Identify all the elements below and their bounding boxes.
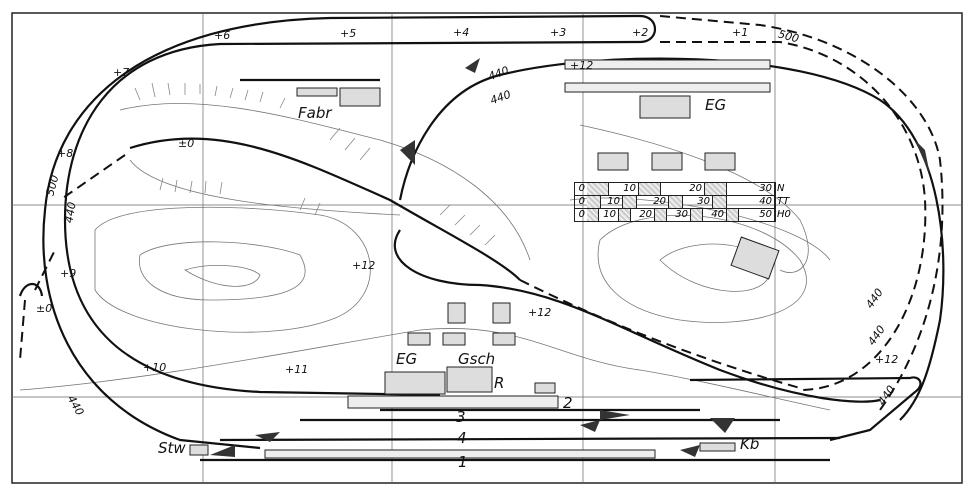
scale-tick: 10 [601, 196, 623, 208]
slope-hatching [134, 82, 496, 246]
return-loop-top [639, 14, 656, 44]
radius-label: 440 [62, 201, 79, 224]
scale-gauge: N [777, 183, 785, 194]
turnout-marks [210, 58, 930, 457]
elevation-label: +12 [528, 306, 552, 319]
scale-tick: 0 [578, 209, 585, 220]
elevation-label: +12 [570, 59, 594, 72]
scale-tick: 10 [609, 183, 639, 195]
elevation-label: +12 [875, 353, 899, 366]
outer-loop-track [42, 14, 641, 450]
elevation-label: +3 [550, 26, 567, 39]
scale-tick: 40 [703, 209, 727, 221]
dashed-hidden-tracks [19, 15, 944, 411]
scale-tick: 20 [637, 196, 669, 208]
signal-box-label: Stw [158, 439, 186, 457]
elevation-label: +5 [340, 27, 357, 40]
elevation-label: ±0 [36, 302, 53, 315]
elevation-label: +7 [113, 66, 130, 79]
scale-gauge: H0 [777, 209, 791, 220]
inner-loop-track [63, 40, 641, 397]
scale-tick: 50 [739, 209, 775, 221]
scale-tick: 0 [578, 183, 585, 194]
elevation-label: +6 [214, 29, 231, 42]
scale-tick: 30 [683, 196, 713, 208]
scale-tick: 10 [599, 209, 619, 221]
elevation-label: +8 [57, 147, 74, 160]
ramp-label: R [494, 374, 505, 392]
elevation-label: +12 [352, 259, 376, 272]
track-number: 2 [563, 394, 573, 412]
siding-track [689, 376, 922, 442]
elevation-label: +1 [732, 26, 749, 39]
platforms [264, 59, 771, 459]
elevation-label: +10 [143, 361, 167, 374]
factory-label: Fabr [298, 104, 332, 122]
scale-tick: 40 [727, 196, 775, 208]
baseboard-frame [11, 12, 963, 484]
left-return-loop [18, 282, 44, 297]
houses [189, 87, 780, 456]
track-number: 3 [456, 408, 466, 426]
station-building-label: EG [396, 350, 418, 368]
scale-bar: 0 10 20 30 N 0 10 20 30 40 TT 0 10 20 30… [574, 182, 791, 222]
elevation-label: +9 [60, 267, 77, 280]
scale-tick: 30 [727, 183, 775, 195]
station-building-top-label: EG [705, 96, 727, 114]
contour-lines [19, 103, 831, 411]
scale-tick: 0 [578, 196, 585, 207]
track-number: 1 [458, 453, 468, 471]
elevation-label: +4 [453, 26, 470, 39]
coal-bunker-label: Kb [740, 435, 760, 453]
scale-tick: 20 [661, 183, 705, 195]
station-track-4 [219, 436, 841, 442]
scale-gauge: TT [777, 196, 790, 207]
scale-tick: 20 [631, 209, 655, 221]
elevation-label: +2 [632, 26, 649, 39]
goods-shed-label: Gsch [458, 350, 496, 368]
elevation-label: +11 [285, 363, 309, 376]
figure-eight-upper [398, 57, 945, 421]
figure-eight-diagonal [129, 137, 521, 281]
scale-tick: 30 [667, 209, 691, 221]
elevation-label: ±0 [178, 137, 195, 150]
tracks [18, 14, 945, 462]
track-number: 4 [457, 429, 467, 447]
